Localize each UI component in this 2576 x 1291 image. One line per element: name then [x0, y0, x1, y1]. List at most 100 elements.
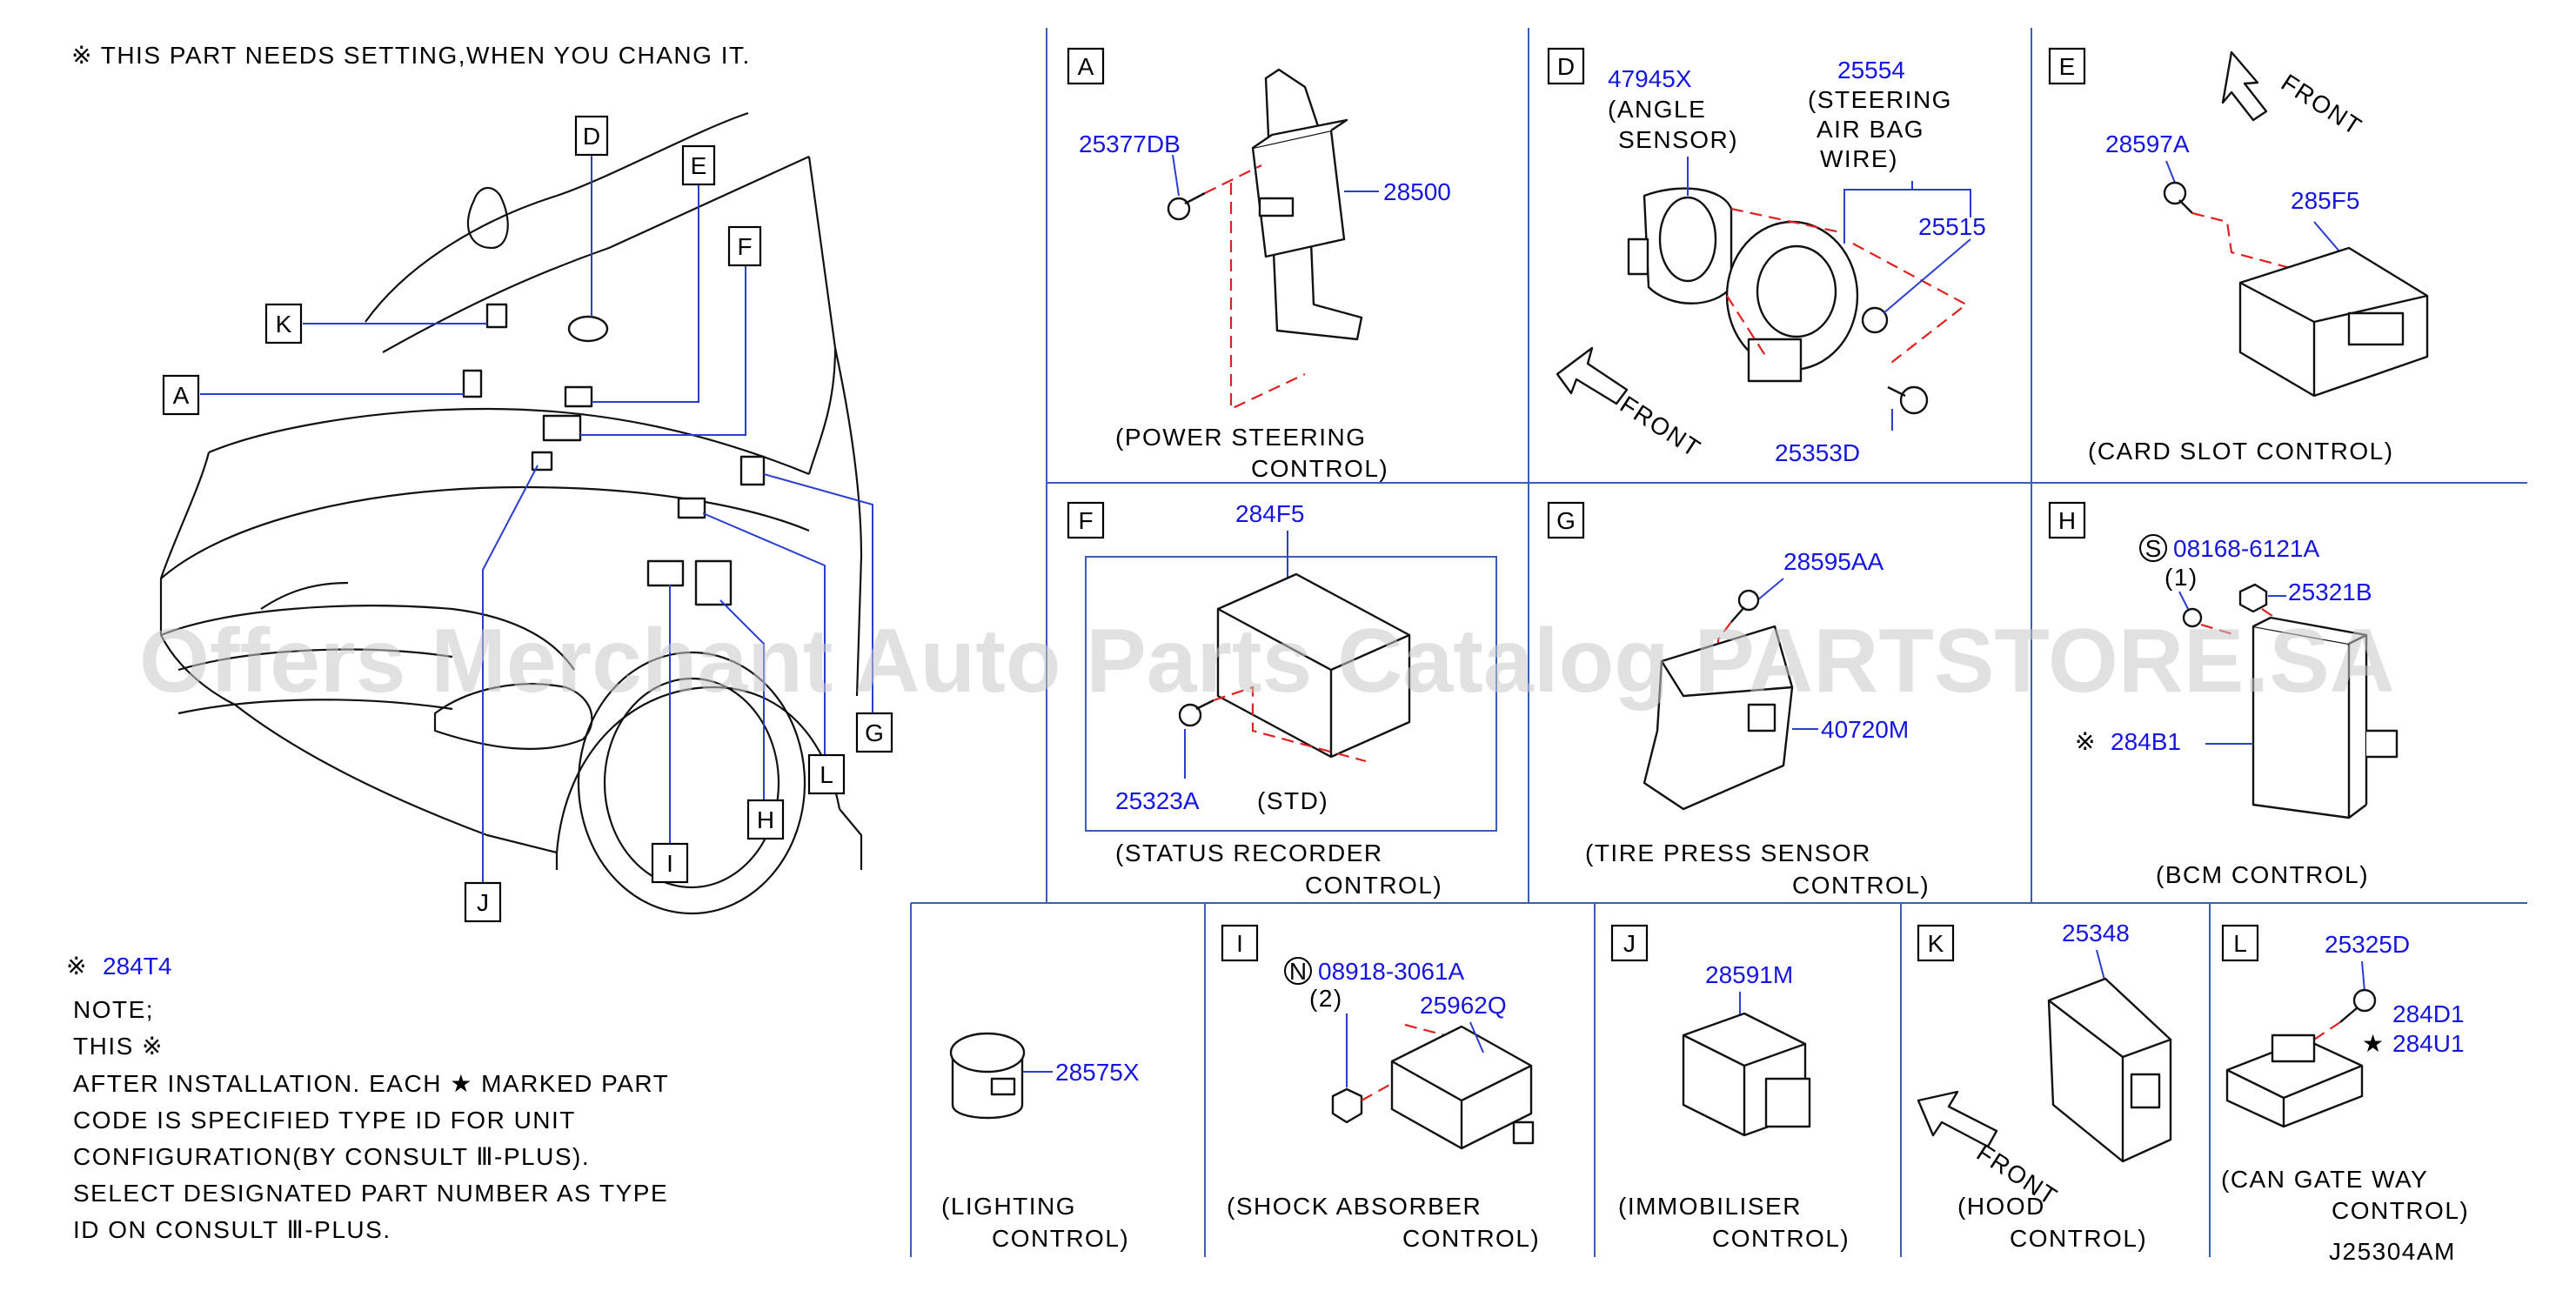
panel-l-star: ★ — [2362, 1030, 2385, 1057]
note-line-6: SELECT DESIGNATED PART NUMBER AS TYPE — [73, 1180, 668, 1207]
note-line-4: CODE IS SPECIFIED TYPE ID FOR UNIT — [73, 1107, 576, 1134]
panel-d-note-2: SENSOR) — [1618, 126, 1738, 153]
panel-f-std: (STD) — [1257, 787, 1328, 814]
panel-j-part-28591m: 28591M — [1705, 961, 1793, 988]
panel-a-caption-2: CONTROL) — [1251, 455, 1388, 482]
panel-k-caption-2: CONTROL) — [2010, 1225, 2147, 1252]
panel-d-note-4: AIR BAG — [1817, 116, 1924, 143]
note-ref-part: 284T4 — [103, 953, 171, 980]
panel-d-part-25554: 25554 — [1837, 57, 1905, 84]
panel-i-part-08918-3061a: 08918-3061A — [1318, 958, 1464, 985]
panel-e-tag: E — [2059, 53, 2076, 80]
note-line-3: AFTER INSTALLATION. EACH ★ MARKED PART — [73, 1070, 669, 1097]
panel-l-caption-2: CONTROL) — [2332, 1197, 2469, 1224]
panel-k-tag: K — [1928, 930, 1944, 957]
panel-h: H S 08168-6121A (1) 25321B ※ 284B1 (BCM … — [2048, 501, 2399, 888]
note-line-5: CONFIGURATION(BY CONSULT Ⅲ-PLUS). — [73, 1143, 590, 1170]
panel-a-caption-1: (POWER STEERING — [1115, 424, 1367, 451]
overview-tag-k: K — [276, 311, 292, 338]
bolt-icon — [2182, 607, 2203, 628]
panel-h-qty: (1) — [2165, 564, 2198, 591]
car-overview — [159, 111, 863, 915]
overview-tag-e: E — [691, 152, 707, 179]
panel-j-tag: J — [1623, 930, 1636, 957]
panel-l: L 25325D 284D1 ★ 284U1 (CAN GATE WAY CON… — [2221, 924, 2469, 1224]
panel-j: J 28591M (IMMOBILISER CONTROL) — [1610, 924, 1850, 1252]
overview-tag-f: F — [737, 233, 752, 260]
overview-part-e — [564, 385, 593, 408]
panel-i-circle: N — [1289, 958, 1307, 985]
nut-icon — [2238, 583, 2268, 613]
overview-tag-j: J — [477, 889, 489, 916]
panel-d-part-25515: 25515 — [1918, 213, 1986, 240]
panel-l-part-25325d: 25325D — [2325, 931, 2410, 958]
panel-h-tag: H — [2058, 507, 2076, 534]
panel-h-part-25321b: 25321B — [2288, 579, 2372, 605]
panel-f-caption-2: CONTROL) — [1305, 872, 1442, 899]
note-line-1: NOTE; — [73, 996, 154, 1023]
panel-i-caption-2: CONTROL) — [1402, 1225, 1540, 1252]
overview-part-l — [677, 497, 706, 519]
panel-lighting-caption-2: CONTROL) — [992, 1225, 1129, 1252]
screw-icon — [2352, 988, 2377, 1013]
panel-d-tag: D — [1557, 53, 1575, 80]
panel-g-part-40720m: 40720M — [1821, 716, 1909, 743]
symbol-s-icon — [2139, 534, 2167, 562]
overview-tag-i: I — [666, 850, 673, 877]
panel-i-tag: I — [1236, 930, 1243, 957]
panel-a: A 25377DB 28500 (POWER STEERING CONTROL) — [1067, 47, 1451, 482]
panel-a-part-25377db: 25377DB — [1079, 130, 1181, 157]
symbol-n-icon — [1284, 957, 1312, 985]
panel-d-front: FRONT — [1616, 391, 1706, 463]
panel-g: G 28595AA 40720M (TIRE PRESS SENSOR CONT… — [1547, 501, 1929, 899]
overview-parts — [462, 303, 766, 606]
panel-k: K 25348 FRONT (HOOD CONTROL) — [1917, 920, 2172, 1252]
panel-d-note-1: (ANGLE — [1608, 96, 1706, 123]
panel-d-part-47945x: 47945X — [1608, 65, 1692, 92]
panel-h-caption: (BCM CONTROL) — [2156, 861, 2369, 888]
hood-control — [2047, 977, 2172, 1163]
card-slot-control — [2238, 246, 2429, 398]
overview-part-j — [531, 451, 553, 472]
power-steering-module — [1251, 129, 1346, 258]
front-arrow-icon — [1556, 346, 1629, 405]
panel-d-note-3: (STEERING — [1808, 86, 1952, 113]
panel-grid — [910, 28, 2527, 1257]
overview-part-k — [485, 303, 508, 329]
screw-icon — [1167, 197, 1191, 221]
panel-i-qty: (2) — [1309, 985, 1343, 1012]
overview-leaders — [200, 155, 873, 883]
overview-part-d — [567, 315, 609, 343]
panel-lighting-part-28575x: 28575X — [1055, 1059, 1140, 1086]
panel-f: F 284F5 25323A (STD) (STATUS RECORDER CO… — [1067, 500, 1497, 899]
panel-a-part-28500: 28500 — [1383, 178, 1451, 205]
panel-i: I N 08918-3061A (2) 25962Q (SHOCK ABSORB… — [1221, 924, 1540, 1252]
panel-k-caption-1: (HOOD — [1957, 1193, 2045, 1220]
panel-h-circle: S — [2145, 535, 2162, 562]
panel-h-mark: ※ — [2075, 728, 2097, 755]
panel-d-note-5: WIRE) — [1820, 145, 1898, 172]
screw-icon — [1737, 589, 1760, 612]
panel-lighting-caption-1: (LIGHTING — [941, 1193, 1076, 1220]
overview-tag-l: L — [820, 761, 833, 788]
overview-part-g — [739, 455, 766, 486]
overview-tag-a: A — [173, 382, 190, 409]
panel-h-part-284b1: 284B1 — [2111, 728, 2181, 755]
note-line-2: THIS ※ — [73, 1033, 164, 1060]
panel-f-tag: F — [1078, 507, 1093, 534]
panel-l-tag: L — [2233, 930, 2247, 957]
panel-i-part-25962q: 25962Q — [1420, 992, 1507, 1019]
panel-i-caption-1: (SHOCK ABSORBER — [1227, 1193, 1482, 1220]
header-note: ※ THIS PART NEEDS SETTING,WHEN YOU CHANG… — [71, 42, 751, 69]
note-ref-mark: ※ — [66, 953, 88, 980]
panel-l-part-284u1: 284U1 — [2392, 1030, 2465, 1057]
front-arrow-icon — [1917, 1090, 1998, 1148]
overview-tag-d: D — [583, 123, 600, 150]
panel-k-part-25348: 25348 — [2062, 920, 2130, 947]
front-arrow-icon — [2221, 50, 2268, 122]
diagram-code: J25304AM — [2329, 1238, 2456, 1265]
panel-j-caption-2: CONTROL) — [1712, 1225, 1850, 1252]
note-line-7: ID ON CONSULT Ⅲ-PLUS. — [73, 1216, 391, 1243]
panel-e-caption: (CARD SLOT CONTROL) — [2088, 438, 2394, 465]
